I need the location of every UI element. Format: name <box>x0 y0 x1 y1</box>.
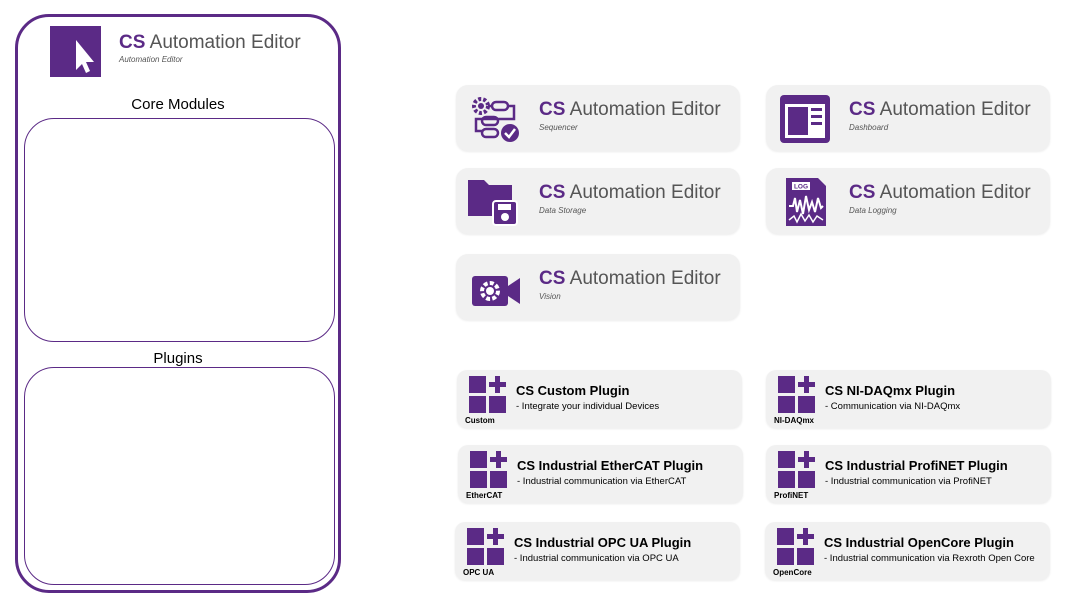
plugin-card-ni-daqmx[interactable]: NI-DAQmx CS NI-DAQmx Plugin - Communicat… <box>766 370 1051 428</box>
data-logging-icon: LOG <box>778 176 832 228</box>
module-card-data-storage[interactable]: CS Automation Editor Data Storage <box>456 168 740 234</box>
app-title: CS Automation Editor <box>119 32 301 53</box>
plugins-heading: Plugins <box>153 350 203 367</box>
module-card-data-logging[interactable]: LOG CS Automation Editor Data Logging <box>766 168 1050 234</box>
module-subtitle: Data Logging <box>849 206 897 215</box>
plugin-card-ethercat[interactable]: EtherCAT CS Industrial EtherCAT Plugin -… <box>458 445 743 503</box>
plugin-add-icon <box>777 528 815 566</box>
module-card-dashboard[interactable]: CS Automation Editor Dashboard <box>766 85 1050 151</box>
plugin-desc: - Industrial communication via EtherCAT <box>517 476 687 487</box>
plugin-add-icon <box>470 451 508 489</box>
module-title: CS Automation Editor <box>849 182 1031 203</box>
module-title: CS Automation Editor <box>539 182 721 203</box>
plugin-card-opencore[interactable]: OpenCore CS Industrial OpenCore Plugin -… <box>765 522 1050 580</box>
plugin-tag: ProfiNET <box>774 491 809 500</box>
module-subtitle: Data Storage <box>539 206 587 215</box>
plugin-tag: NI-DAQmx <box>774 416 815 425</box>
core-modules-heading: Core Modules <box>131 96 225 113</box>
automation-editor-logo-icon <box>50 26 101 77</box>
plugin-desc: - Industrial communication via ProfiNET <box>825 476 992 487</box>
plugin-name: CS Industrial OPC UA Plugin <box>514 535 692 550</box>
module-subtitle: Vision <box>539 292 561 301</box>
plugin-name: CS Industrial ProfiNET Plugin <box>825 458 1008 473</box>
plugin-name: CS Custom Plugin <box>516 383 630 398</box>
plugin-desc: - Communication via NI-DAQmx <box>825 401 961 412</box>
plugin-card-custom[interactable]: Custom CS Custom Plugin - Integrate your… <box>457 370 742 428</box>
plugin-name: CS NI-DAQmx Plugin <box>825 383 956 398</box>
dashboard-icon <box>778 93 832 145</box>
sidebar-panel <box>15 14 341 593</box>
data-storage-icon <box>468 176 522 228</box>
plugin-card-opc-ua[interactable]: OPC UA CS Industrial OPC UA Plugin - Ind… <box>455 522 740 580</box>
core-modules-dropzone[interactable] <box>24 118 335 342</box>
plugins-dropzone[interactable] <box>24 367 335 585</box>
module-card-vision[interactable]: CS Automation Editor Vision <box>456 254 740 320</box>
plugin-desc: - Integrate your individual Devices <box>516 401 660 412</box>
plugin-desc: - Industrial communication via OPC UA <box>514 553 679 564</box>
plugin-name: CS Industrial EtherCAT Plugin <box>517 458 704 473</box>
plugin-add-icon <box>467 528 505 566</box>
module-card-sequencer[interactable]: CS Automation Editor Sequencer <box>456 85 740 151</box>
sequencer-icon <box>468 93 522 145</box>
module-title: CS Automation Editor <box>539 268 721 289</box>
plugin-tag: OpenCore <box>773 568 812 577</box>
plugin-desc: - Industrial communication via Rexroth O… <box>824 553 1035 564</box>
plugin-card-profinet[interactable]: ProfiNET CS Industrial ProfiNET Plugin -… <box>766 445 1051 503</box>
app-subtitle: Automation Editor <box>119 55 183 64</box>
plugin-add-icon <box>778 451 816 489</box>
plugin-name: CS Industrial OpenCore Plugin <box>824 535 1014 550</box>
plugin-tag: EtherCAT <box>466 491 503 500</box>
vision-camera-icon <box>468 262 522 314</box>
plugin-tag: Custom <box>465 416 495 425</box>
plugin-tag: OPC UA <box>463 568 495 577</box>
module-subtitle: Sequencer <box>539 123 578 132</box>
module-title: CS Automation Editor <box>849 99 1031 120</box>
module-subtitle: Dashboard <box>849 123 889 132</box>
log-label: LOG <box>794 184 808 191</box>
plugin-add-icon <box>778 376 816 414</box>
module-title: CS Automation Editor <box>539 99 721 120</box>
plugin-add-icon <box>469 376 507 414</box>
